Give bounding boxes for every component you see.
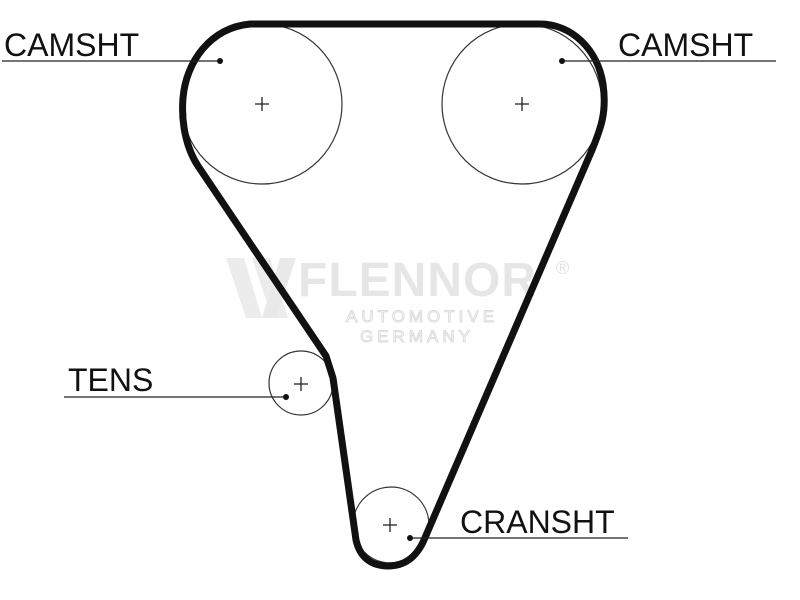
camshaft-right-center-icon: [515, 97, 529, 111]
tensioner-center-icon: [294, 377, 308, 391]
crankshaft-label: CRANSHT: [460, 504, 615, 540]
camshaft-right-marker: [559, 58, 565, 64]
watermark-registered-mark: ®: [556, 258, 569, 278]
flennor-watermark: FLENNOR ® AUTOMOTIVE GERMANY: [226, 254, 569, 347]
flennor-logo-icon: [226, 258, 296, 318]
crankshaft-center-icon: [383, 518, 397, 532]
camshaft-left-center-icon: [255, 97, 269, 111]
watermark-brand: FLENNOR: [298, 254, 537, 307]
camshaft-left-marker: [217, 58, 223, 64]
tensioner-label: TENS: [68, 362, 153, 398]
camshaft-right-label: CAMSHT: [618, 27, 753, 63]
camshaft-left-label: CAMSHT: [4, 27, 139, 63]
crankshaft-marker: [407, 535, 413, 541]
tensioner-marker: [283, 394, 289, 400]
timing-belt: [179, 20, 608, 570]
watermark-line1: AUTOMOTIVE: [346, 307, 498, 326]
watermark-line2: GERMANY: [360, 327, 474, 346]
